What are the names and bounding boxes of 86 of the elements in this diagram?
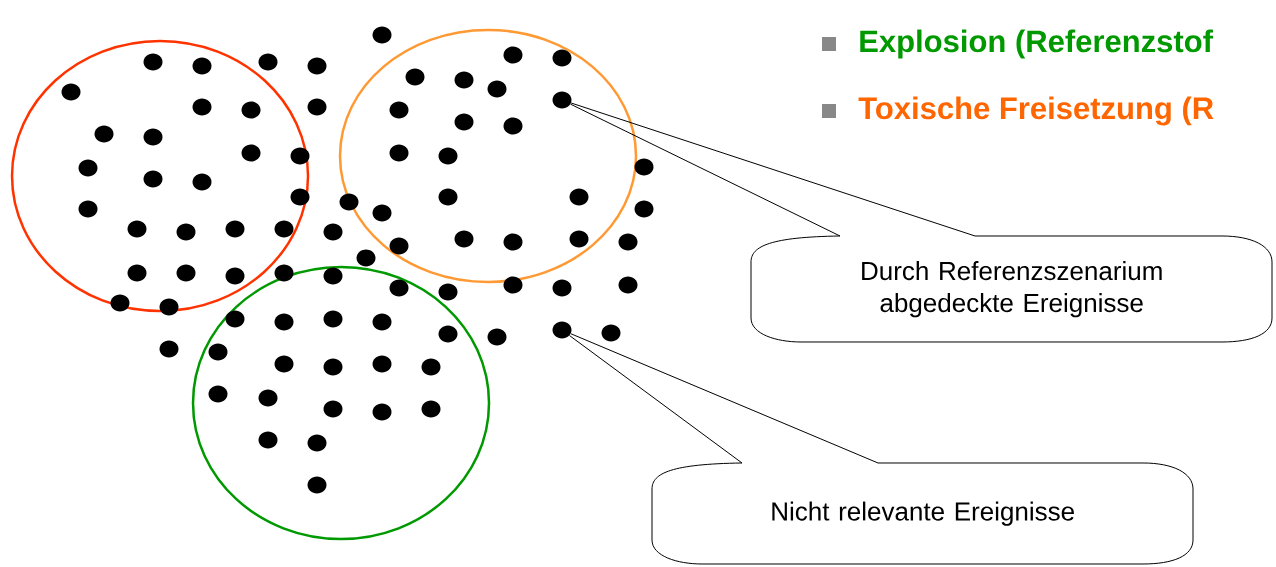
dot bbox=[569, 230, 589, 248]
speech-bubble-tail bbox=[569, 335, 743, 464]
dot bbox=[176, 223, 196, 241]
dot bbox=[323, 400, 343, 418]
dot bbox=[372, 403, 392, 421]
dot bbox=[618, 276, 638, 294]
dot bbox=[290, 147, 310, 165]
dot bbox=[61, 83, 81, 101]
dot bbox=[503, 233, 523, 251]
dot bbox=[307, 57, 327, 75]
dot bbox=[405, 68, 425, 86]
dot bbox=[552, 49, 572, 67]
dot bbox=[552, 321, 572, 339]
dot bbox=[503, 46, 523, 64]
dot bbox=[78, 200, 98, 218]
dot bbox=[241, 144, 261, 162]
dot bbox=[241, 101, 261, 119]
dot bbox=[274, 264, 294, 282]
dot bbox=[454, 113, 474, 131]
dot bbox=[110, 294, 130, 312]
dot bbox=[192, 173, 212, 191]
dot bbox=[307, 98, 327, 116]
dot bbox=[454, 230, 474, 248]
dot bbox=[454, 71, 474, 89]
dot bbox=[372, 204, 392, 222]
dot bbox=[389, 237, 409, 255]
dot bbox=[356, 249, 376, 267]
dot bbox=[323, 223, 343, 241]
dot bbox=[372, 26, 392, 44]
dot bbox=[634, 158, 654, 176]
dot bbox=[192, 98, 212, 116]
dot bbox=[569, 188, 589, 206]
dot bbox=[307, 476, 327, 494]
dot bbox=[127, 220, 147, 238]
dot bbox=[372, 313, 392, 331]
dot bbox=[290, 188, 310, 206]
dot bbox=[389, 279, 409, 297]
dot bbox=[78, 159, 98, 177]
list-item: Explosion (Referenzstof bbox=[860, 29, 1214, 59]
dot bbox=[323, 358, 343, 376]
dot bbox=[176, 264, 196, 282]
dot bbox=[208, 343, 228, 361]
dot bbox=[258, 389, 278, 407]
dot bbox=[503, 276, 523, 294]
speech-bubble: Nicht relevante Ereignisse bbox=[651, 462, 1194, 565]
dot bbox=[225, 220, 245, 238]
speech-bubble-tail bbox=[570, 103, 841, 237]
dot bbox=[339, 193, 359, 211]
dot bbox=[192, 57, 212, 75]
speech-bubble: Durch Referenzszenarium abgedeckte Ereignisse bbox=[750, 235, 1273, 343]
dot bbox=[487, 328, 507, 346]
dot bbox=[274, 220, 294, 238]
dot bbox=[438, 147, 458, 165]
dot bbox=[601, 324, 621, 342]
dot bbox=[208, 385, 228, 403]
dot bbox=[503, 117, 523, 135]
dot bbox=[143, 128, 163, 146]
dot bbox=[389, 101, 409, 119]
dot bbox=[487, 80, 507, 98]
dot bbox=[127, 264, 147, 282]
dot bbox=[159, 298, 179, 316]
dot bbox=[143, 170, 163, 188]
dot bbox=[159, 340, 179, 358]
dot bbox=[372, 355, 392, 373]
list-item: Toxische Freisetzung (R bbox=[858, 96, 1214, 126]
dot bbox=[634, 200, 654, 218]
dot bbox=[307, 434, 327, 452]
dot bbox=[552, 91, 572, 109]
dot bbox=[438, 283, 458, 301]
dot bbox=[323, 310, 343, 328]
dot bbox=[552, 279, 572, 297]
dot bbox=[323, 267, 343, 285]
dot bbox=[389, 144, 409, 162]
dot bbox=[438, 325, 458, 343]
dot bbox=[143, 53, 163, 71]
dot bbox=[421, 400, 441, 418]
dot bbox=[94, 125, 114, 143]
dot bbox=[258, 53, 278, 71]
dot bbox=[225, 267, 245, 285]
dot bbox=[274, 313, 294, 331]
dot bbox=[274, 355, 294, 373]
dot bbox=[618, 233, 638, 251]
dot bbox=[421, 358, 441, 376]
dot bbox=[438, 188, 458, 206]
dot bbox=[258, 431, 278, 449]
dot bbox=[225, 310, 245, 328]
